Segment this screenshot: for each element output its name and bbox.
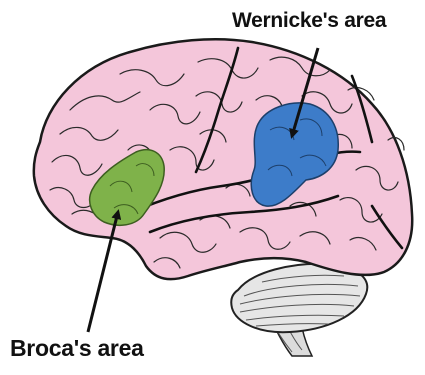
- broca-label: Broca's area: [10, 337, 144, 360]
- cerebral-cortex: [34, 39, 412, 279]
- wernicke-label: Wernicke's area: [232, 10, 386, 31]
